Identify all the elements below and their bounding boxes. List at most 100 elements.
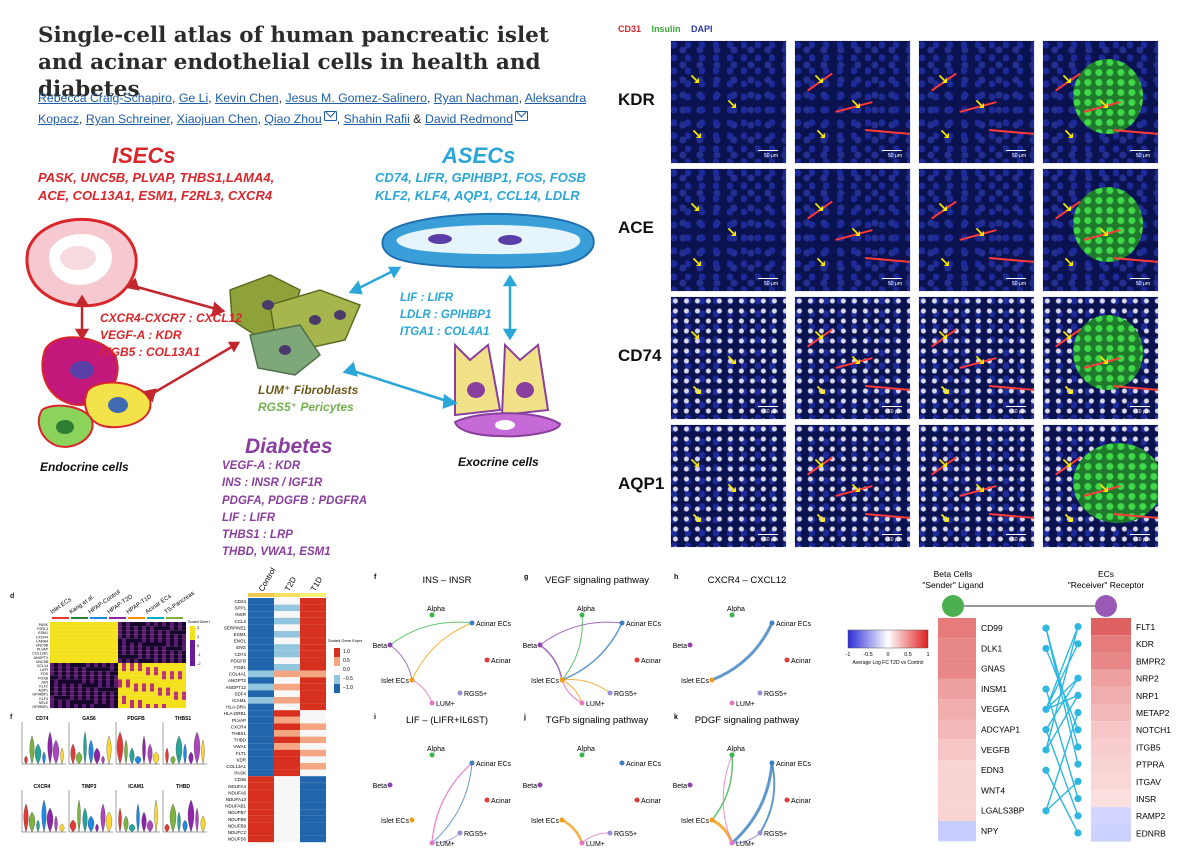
heatmap-cell (274, 796, 300, 803)
heat-cell (102, 622, 106, 627)
heat-cell (122, 638, 126, 643)
heatmap-gene-label: NDUFA4 (228, 784, 246, 789)
heat-cell (122, 667, 126, 672)
heat-cell (58, 675, 62, 680)
heat-cell (130, 691, 134, 696)
heat-cell (174, 687, 178, 692)
ligand-label: WNT4 (981, 785, 1005, 795)
heat-cell (130, 663, 134, 668)
heat-cell (82, 626, 86, 631)
heatmap-gene-label: NDUFA6 (228, 790, 246, 795)
violin-shape (136, 803, 140, 833)
heat-cell (110, 646, 114, 651)
email-icon[interactable] (515, 111, 529, 121)
heat-cell (98, 675, 102, 680)
isec-interaction-arrows (74, 277, 241, 403)
heat-cell (58, 663, 62, 668)
heat-cell (178, 687, 182, 692)
heat-cell (70, 654, 74, 659)
heat-cell (82, 687, 86, 692)
author-link[interactable]: Qiao Zhou (264, 112, 322, 126)
heat-cell (150, 683, 154, 688)
heat-cell (126, 671, 130, 676)
author-link[interactable]: Shahin Rafii (343, 112, 410, 126)
gene-label: FOSB (38, 676, 48, 680)
receptor-dot (1074, 795, 1082, 803)
heat-cell (122, 687, 126, 692)
email-icon[interactable] (323, 111, 337, 121)
author-link[interactable]: Kevin Chen (215, 91, 279, 105)
heat-cell (118, 683, 122, 688)
heat-cell (102, 667, 106, 672)
marker-row-label: CD74 (618, 346, 662, 365)
author-link[interactable]: Xiaojuan Chen (176, 112, 258, 126)
network-node-label: Alpha (577, 746, 595, 753)
receptor-dot (1074, 623, 1082, 631)
fc-colorbar-tick: -0.5 (863, 652, 872, 658)
heat-cell (134, 658, 138, 663)
network-node (709, 677, 715, 683)
heat-cell (74, 638, 78, 643)
heatmap-cell (300, 815, 326, 823)
heat-cell (78, 691, 82, 696)
heat-cell (130, 671, 134, 676)
arrow-icon: ↘ (726, 352, 738, 368)
violin-shape (88, 739, 94, 765)
heat-cell (54, 650, 58, 655)
heat-cell (154, 622, 158, 627)
author-link[interactable]: Rebecca Craig-Schapiro (38, 91, 172, 105)
heatmap-gene-label: COL13A1 (226, 764, 246, 769)
heat-cell (50, 654, 54, 659)
heatmap-cell (300, 598, 326, 605)
heat-cell (150, 630, 154, 635)
heat-cell (118, 695, 122, 700)
author-link[interactable]: Ryan Nachman (433, 91, 519, 105)
heat-cell (118, 663, 122, 668)
isecs-genes-line: PASK, UNC5B, PLVAP, THBS1,LAMA4, (38, 170, 275, 185)
heat-cell (146, 695, 150, 700)
network-node-label: RGS5+ (464, 691, 487, 698)
heatmap-cell (300, 650, 326, 658)
arrow-icon: ↘ (689, 327, 701, 343)
heat-cell (146, 654, 150, 659)
violin-shape (154, 799, 158, 833)
heat-cell (110, 675, 114, 680)
author-link[interactable]: Ge Li (178, 91, 209, 105)
author-link[interactable]: Ryan Schreiner (85, 112, 170, 126)
heat-cell (170, 642, 174, 647)
receptor-label: NRP1 (1136, 691, 1159, 701)
receiver-subtitle: "Receiver" Receptor (1068, 580, 1145, 590)
heat-cell (158, 667, 162, 672)
receptor-dot (1074, 829, 1082, 837)
author-link[interactable]: David Redmond (424, 112, 514, 126)
heatmap-gene-label: NDUFC2 (228, 830, 247, 835)
heatmap-cell (300, 703, 326, 711)
author-link[interactable]: Aleksandra Kopacz (38, 91, 587, 126)
heat-cell (70, 675, 74, 680)
asec-interaction-arrows (342, 266, 518, 409)
author-link[interactable]: Jesus M. Gomez-Salinero (285, 91, 427, 105)
heat-cell (78, 626, 82, 631)
arrow-icon: ↘ (1063, 510, 1075, 526)
heat-cell (130, 695, 134, 700)
heat-cell (126, 679, 130, 684)
heat-cell (82, 630, 86, 635)
isec-pairs: CXCR4-CXCR7 : CXCL12 VEGF-A : KDR ITGB5 … (100, 310, 242, 361)
network-node-label: Acinar ECs (476, 761, 512, 768)
diabetes-pair: LIF : LIFR (222, 511, 276, 524)
scale-bar: 50 μm (1130, 406, 1150, 415)
heat-cell (170, 634, 174, 639)
heat-cell (106, 704, 110, 709)
heat-cell (94, 699, 98, 704)
ligand-dot (1042, 685, 1050, 693)
heat-cell (126, 634, 130, 639)
islet-region (1073, 443, 1158, 523)
ligand-label: INSM1 (981, 684, 1007, 694)
arrow-icon: ↘ (726, 480, 738, 496)
scale-bar: 50 μm (758, 406, 778, 415)
heat-cell (58, 683, 62, 688)
network-node-label: Acinar ECs (776, 761, 812, 768)
heatmap-gene-label: KDR (236, 757, 246, 762)
heat-cell (94, 691, 98, 696)
